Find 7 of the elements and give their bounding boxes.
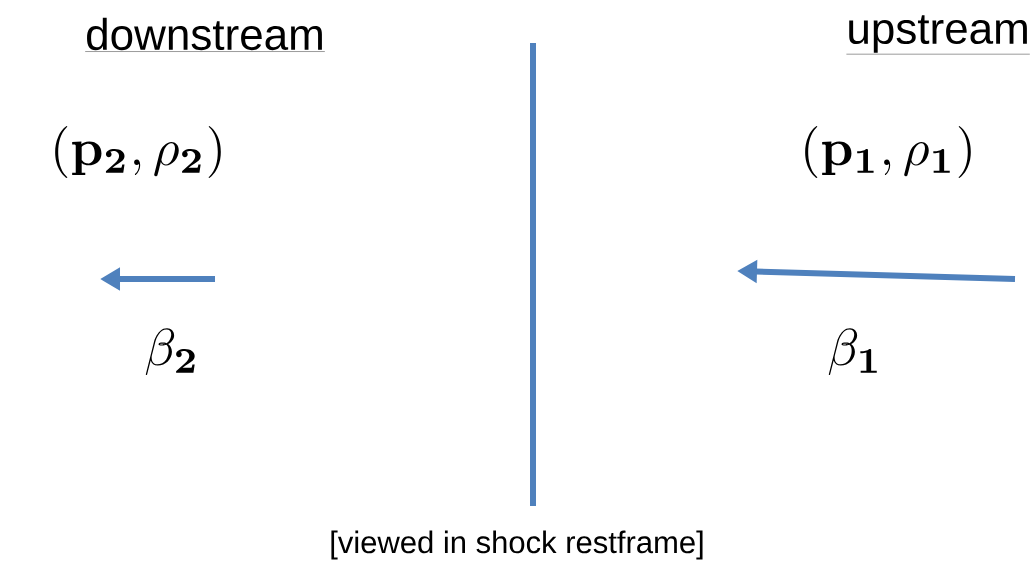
velocity-symbol: $\beta_{\mathbf{2}}$ [145,328,195,376]
heading: downstream [85,17,326,52]
state-formula: $(\mathbf{p_2}, \rho_{\mathbf{2}})$ [55,126,221,178]
caption: [viewed in shock restframe] [331,530,703,560]
heading: upstream [846,15,1030,55]
velocity-symbol: $\beta_{\mathbf{1}}$ [828,328,877,376]
state-formula: $(\mathbf{p_1}, \rho_{\mathbf{1}})$ [805,126,971,178]
